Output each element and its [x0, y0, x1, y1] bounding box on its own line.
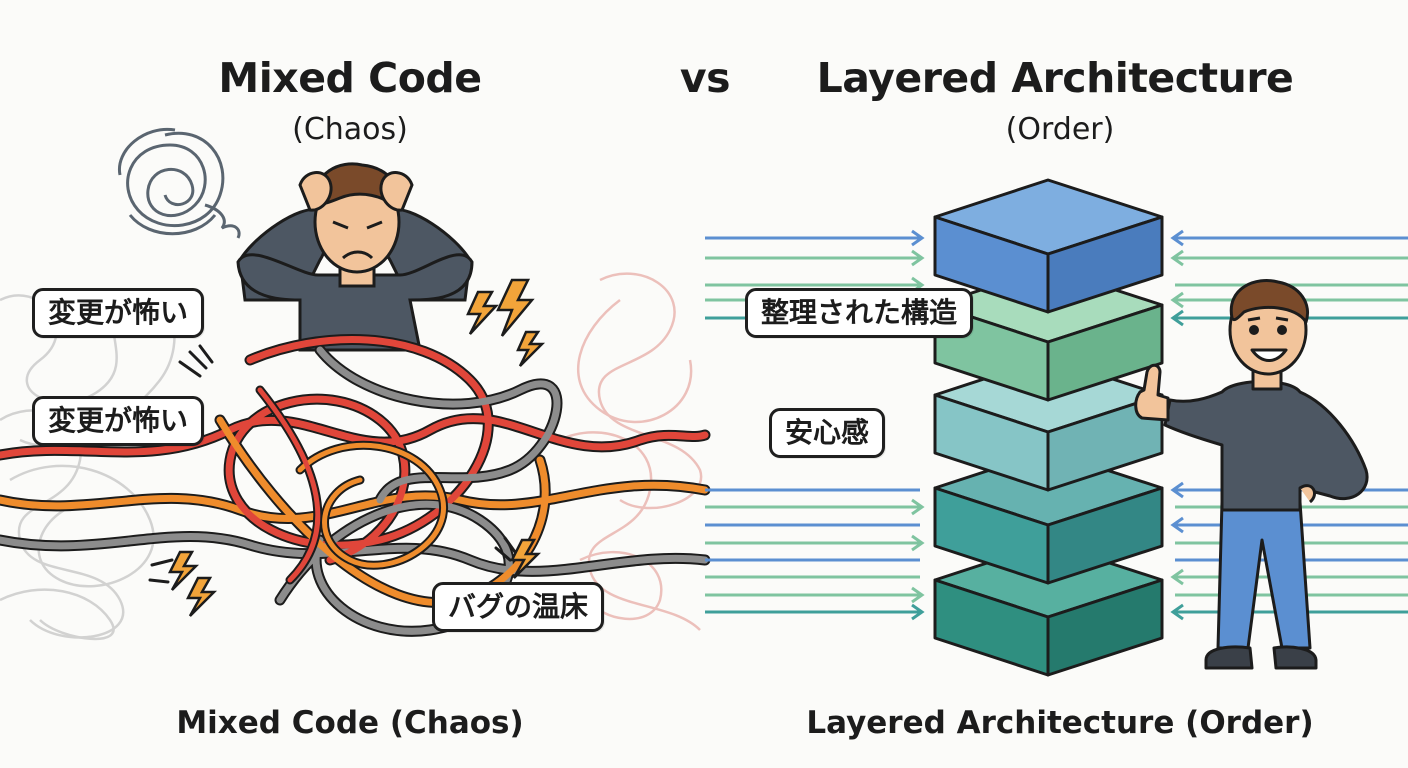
right-title: Layered Architecture: [816, 54, 1294, 102]
lightning-spark-icon: [167, 278, 546, 617]
label-fear-of-change-2: 変更が怖い: [32, 396, 205, 446]
motion-marks: [148, 344, 517, 584]
background-scribble-pink: [559, 272, 703, 631]
stressed-developer-figure: [236, 162, 474, 352]
right-subtitle: (Order): [1005, 112, 1115, 147]
layer-stack: [933, 178, 1164, 677]
stack-layer-1: [933, 178, 1164, 314]
label-fear-of-change-1: 変更が怖い: [32, 288, 205, 338]
left-caption: Mixed Code (Chaos): [176, 705, 524, 741]
stress-scribble-icon: [118, 127, 241, 239]
left-subtitle: (Chaos): [292, 112, 408, 147]
vs-label: vs: [679, 54, 731, 102]
background-scribble-grey: [0, 294, 176, 641]
happy-developer-figure: [1134, 279, 1369, 670]
label-sense-of-security: 安心感: [769, 408, 886, 458]
label-organized-structure: 整理された構造: [745, 288, 974, 338]
right-caption: Layered Architecture (Order): [806, 705, 1314, 741]
label-bug-breeding-ground: バグの温床: [432, 582, 605, 632]
left-title: Mixed Code: [218, 54, 482, 102]
